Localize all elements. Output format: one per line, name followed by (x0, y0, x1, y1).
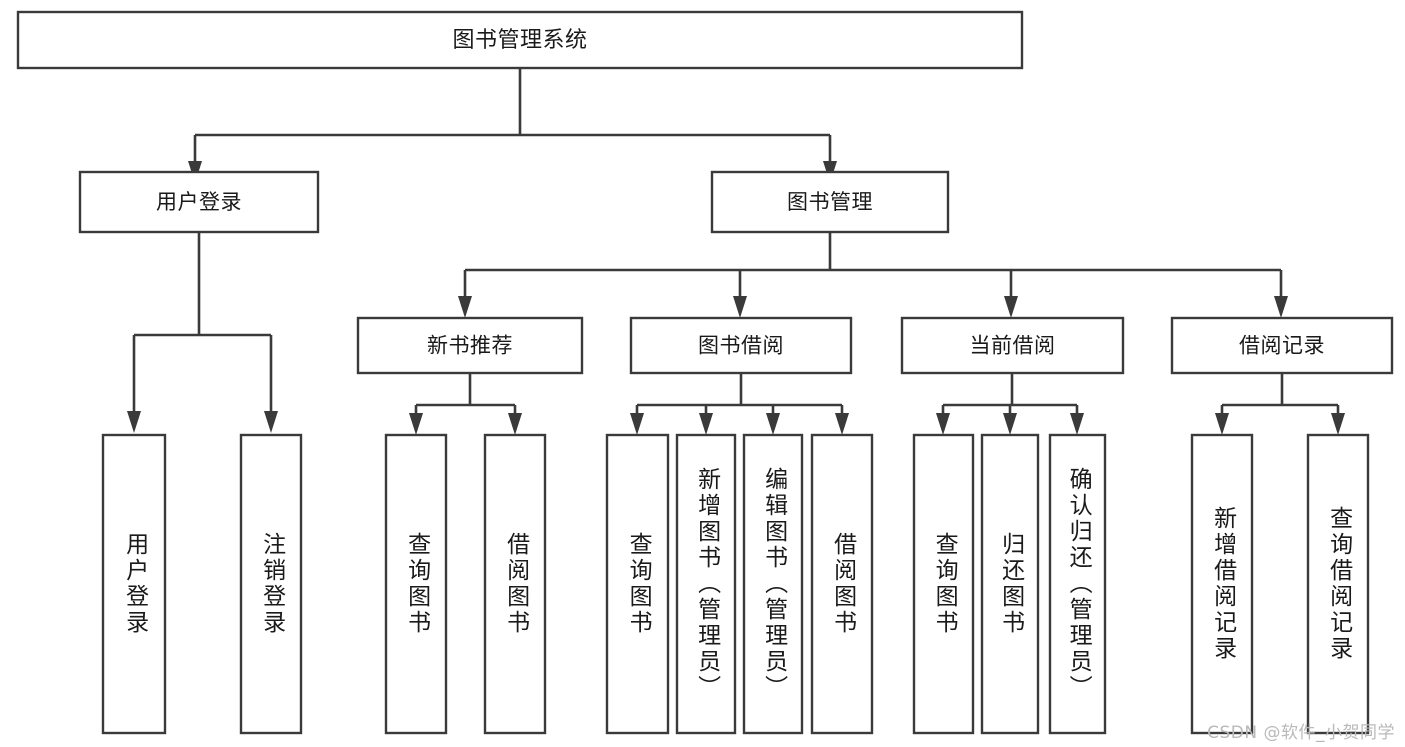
node-leaf-2-rect[interactable] (384, 433, 448, 735)
node-leaf-0[interactable] (101, 433, 167, 735)
book-manage-bus-arrow-1 (733, 296, 747, 318)
node-level2-0-rect[interactable] (78, 170, 320, 234)
node-leaf-9-rect[interactable] (980, 433, 1040, 735)
node-leaf-10-rect[interactable] (1048, 433, 1107, 735)
book-manage-bus-arrow-2 (1004, 296, 1018, 318)
node-leaf-5[interactable] (675, 433, 737, 735)
node-level3-label-2: 当前借阅 (970, 334, 1056, 358)
node-leaf-1[interactable] (239, 433, 303, 735)
node-level2-1-rect[interactable] (710, 170, 950, 234)
node-leaf-5-rect[interactable] (675, 433, 737, 735)
node-leaf-8-rect[interactable] (912, 433, 975, 735)
csdn-watermark: CSDN @软件_小贺同学 (1207, 723, 1395, 743)
node-leaf-3-rect[interactable] (483, 433, 547, 735)
node-leaf-4[interactable] (605, 433, 670, 735)
node-level3-1[interactable] (629, 316, 853, 375)
node-level3-0-rect[interactable] (356, 316, 584, 375)
node-level2-label-1: 图书管理 (787, 190, 873, 214)
book-borrow-bus-arrow-3 (835, 413, 849, 435)
node-leaf-7[interactable] (810, 433, 874, 735)
new-book-bus-arrow-1 (508, 413, 522, 435)
node-leaf-4-rect[interactable] (605, 433, 670, 735)
node-root-label: 图书管理系统 (452, 28, 587, 53)
book-borrow-bus-arrow-2 (766, 413, 780, 435)
node-leaf-12-rect[interactable] (1306, 433, 1370, 735)
node-leaf-8[interactable] (912, 433, 975, 735)
node-level3-label-1: 图书借阅 (698, 334, 784, 358)
node-leaf-6-rect[interactable] (742, 433, 804, 735)
book-manage-bus-arrow-3 (1274, 296, 1288, 318)
node-root[interactable] (16, 10, 1024, 70)
node-leaf-2[interactable] (384, 433, 448, 735)
current-borrow-bus-arrow-2 (1070, 413, 1084, 435)
current-borrow-bus-arrow-1 (1003, 413, 1017, 435)
node-level2-label-0: 用户登录 (156, 190, 242, 214)
node-leaf-11-rect[interactable] (1190, 433, 1254, 735)
node-level3-0[interactable] (356, 316, 584, 375)
node-leaf-10[interactable] (1048, 433, 1107, 735)
node-leaf-9[interactable] (980, 433, 1040, 735)
node-level2-1[interactable] (710, 170, 950, 234)
book-borrow-bus-arrow-0 (630, 413, 644, 435)
book-manage-bus-arrow-0 (458, 296, 472, 318)
node-level3-label-0: 新书推荐 (427, 334, 513, 358)
node-root-rect[interactable] (16, 10, 1024, 70)
node-leaf-3[interactable] (483, 433, 547, 735)
user-login-bus-arrow-1 (264, 411, 278, 433)
node-level2-0[interactable] (78, 170, 320, 234)
node-leaf-7-rect[interactable] (810, 433, 874, 735)
borrow-record-bus-arrow-0 (1215, 413, 1229, 435)
user-login-bus-arrow-0 (127, 411, 141, 433)
node-leaf-12[interactable] (1306, 433, 1370, 735)
node-leaf-11[interactable] (1190, 433, 1254, 735)
new-book-bus-arrow-0 (409, 413, 423, 435)
node-leaf-1-rect[interactable] (239, 433, 303, 735)
node-level3-2[interactable] (900, 316, 1125, 375)
node-level3-label-3: 借阅记录 (1239, 334, 1325, 358)
node-level3-3[interactable] (1170, 316, 1394, 375)
node-leaf-6[interactable] (742, 433, 804, 735)
borrow-record-bus-arrow-1 (1331, 413, 1345, 435)
node-level3-1-rect[interactable] (629, 316, 853, 375)
book-borrow-bus-arrow-1 (699, 413, 713, 435)
node-level3-3-rect[interactable] (1170, 316, 1394, 375)
current-borrow-bus-arrow-0 (936, 413, 950, 435)
node-level3-2-rect[interactable] (900, 316, 1125, 375)
node-leaf-0-rect[interactable] (101, 433, 167, 735)
